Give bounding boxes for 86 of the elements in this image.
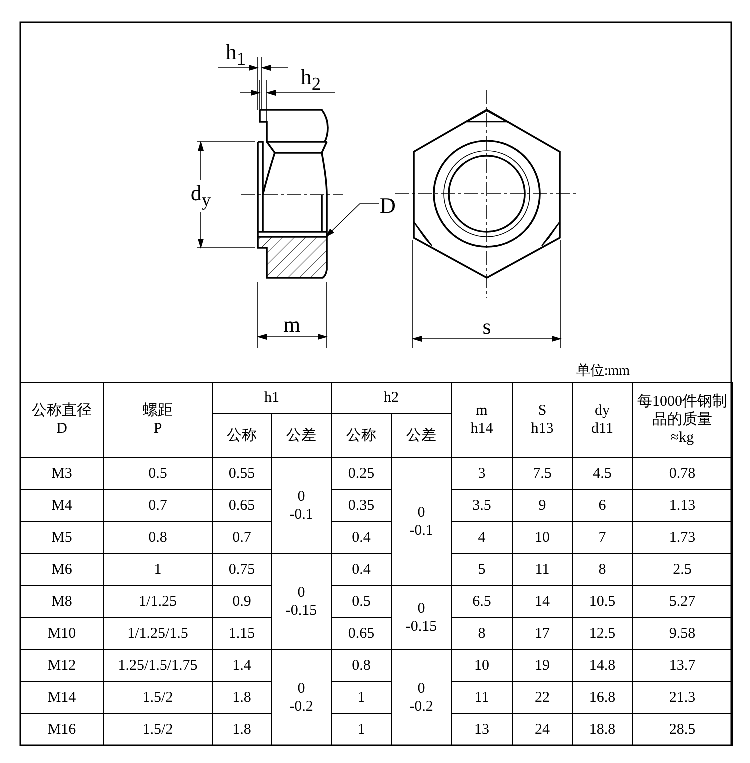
table-cell: 4 bbox=[452, 522, 512, 554]
table-cell: 0 -0.2 bbox=[272, 650, 332, 746]
table-cell: 0 -0.15 bbox=[272, 554, 332, 650]
table-cell: 1.5/2 bbox=[104, 682, 212, 714]
table-cell: 3.5 bbox=[452, 490, 512, 522]
table-cell: 0.55 bbox=[212, 458, 272, 490]
header-cell: 公差 bbox=[272, 414, 332, 458]
table-cell: 1/1.25/1.5 bbox=[104, 618, 212, 650]
table-cell: 14.8 bbox=[572, 650, 632, 682]
table-cell: 1.5/2 bbox=[104, 714, 212, 746]
header-cell: 公称 bbox=[212, 414, 272, 458]
table-cell: 0 -0.1 bbox=[392, 458, 452, 586]
dimension-label: h$_{2}$ bbox=[300, 66, 322, 94]
table-cell: 0.78 bbox=[632, 458, 732, 490]
table-cell: M14 bbox=[20, 682, 104, 714]
table-cell: 11 bbox=[452, 682, 512, 714]
table-cell: 0.7 bbox=[104, 490, 212, 522]
header-cell: S h13 bbox=[512, 382, 572, 458]
table-cell: 5.27 bbox=[632, 586, 732, 618]
table-cell: M10 bbox=[20, 618, 104, 650]
table-cell: 0.5 bbox=[104, 458, 212, 490]
table-cell: 0.8 bbox=[104, 522, 212, 554]
header-cell: h2 bbox=[332, 382, 452, 414]
header-cell: dy d11 bbox=[572, 382, 632, 458]
table-cell: 22 bbox=[512, 682, 572, 714]
table-cell: 7.5 bbox=[512, 458, 572, 490]
leader-line bbox=[325, 204, 380, 238]
table-cell: 7 bbox=[572, 522, 632, 554]
header-cell: 螺距 P bbox=[104, 382, 212, 458]
table-cell: 1/1.25 bbox=[104, 586, 212, 618]
table-cell: 1.73 bbox=[632, 522, 732, 554]
header-cell: 公称 bbox=[332, 414, 392, 458]
table-cell: 9 bbox=[512, 490, 572, 522]
table-cell: 8 bbox=[572, 554, 632, 586]
dimension-label: m bbox=[283, 314, 301, 336]
table-cell: 0.25 bbox=[332, 458, 392, 490]
table-cell: M4 bbox=[20, 490, 104, 522]
table-cell: 11 bbox=[512, 554, 572, 586]
table-cell: 10 bbox=[512, 522, 572, 554]
table-cell: M3 bbox=[20, 458, 104, 490]
table-cell: 6 bbox=[572, 490, 632, 522]
table-cell: M16 bbox=[20, 714, 104, 746]
table-cell: 0 -0.2 bbox=[392, 650, 452, 746]
dimension-label: s bbox=[482, 316, 492, 338]
dimension-label: d$_{y}$ bbox=[190, 182, 212, 210]
table-cell: 1.25/1.5/1.75 bbox=[104, 650, 212, 682]
part-label: D bbox=[380, 195, 396, 217]
table-cell: 9.58 bbox=[632, 618, 732, 650]
table-cell: 21.3 bbox=[632, 682, 732, 714]
table-cell: 0 -0.1 bbox=[272, 458, 332, 554]
table-cell: 8 bbox=[452, 618, 512, 650]
table-cell: 13 bbox=[452, 714, 512, 746]
hatched-section bbox=[257, 236, 328, 279]
table-cell: 28.5 bbox=[632, 714, 732, 746]
table-cell: 0.8 bbox=[332, 650, 392, 682]
header-cell: 公称直径 D bbox=[20, 382, 104, 458]
table-cell: M8 bbox=[20, 586, 104, 618]
table-cell: 18.8 bbox=[572, 714, 632, 746]
table-cell: 12.5 bbox=[572, 618, 632, 650]
table-cell: 4.5 bbox=[572, 458, 632, 490]
table-cell: 10.5 bbox=[572, 586, 632, 618]
table-cell: 19 bbox=[512, 650, 572, 682]
table-cell: 1 bbox=[104, 554, 212, 586]
table-cell: 16.8 bbox=[572, 682, 632, 714]
header-cell: m h14 bbox=[452, 382, 512, 458]
table-cell: 24 bbox=[512, 714, 572, 746]
table-cell: M12 bbox=[20, 650, 104, 682]
dimension-label: h$_{1}$ bbox=[226, 42, 246, 68]
table-cell: 10 bbox=[452, 650, 512, 682]
table-cell: 14 bbox=[512, 586, 572, 618]
header-cell: h1 bbox=[212, 382, 332, 414]
table-cell: 3 bbox=[452, 458, 512, 490]
unit-note: 单位:mm bbox=[576, 364, 630, 380]
table-cell: M6 bbox=[20, 554, 104, 586]
table-cell: M5 bbox=[20, 522, 104, 554]
table-cell: 5 bbox=[452, 554, 512, 586]
table-cell: 1.4 bbox=[212, 650, 272, 682]
table-cell: 17 bbox=[512, 618, 572, 650]
header-cell: 每1000件钢制品的质量 ≈kg bbox=[632, 382, 732, 458]
table-cell: 6.5 bbox=[452, 586, 512, 618]
table-cell: 2.5 bbox=[632, 554, 732, 586]
table-cell: 0.75 bbox=[212, 554, 272, 586]
table-cell: 0.5 bbox=[332, 586, 392, 618]
table-cell: 0 -0.15 bbox=[392, 586, 452, 650]
table-cell: 13.7 bbox=[632, 650, 732, 682]
table-cell: 1.13 bbox=[632, 490, 732, 522]
